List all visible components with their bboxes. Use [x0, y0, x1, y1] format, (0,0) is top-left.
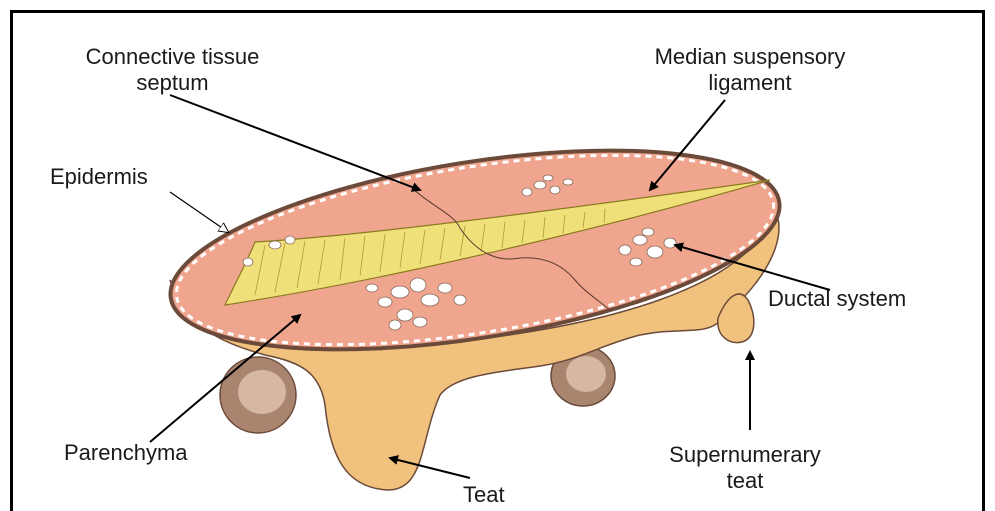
rear-teat-left [220, 357, 296, 433]
septum-leader [170, 95, 420, 190]
label-epidermis: Epidermis [50, 164, 148, 190]
label-connective-tissue-septum: Connective tissue septum [45, 44, 300, 96]
label-median-suspensory-ligament: Median suspensory ligament [600, 44, 900, 96]
epidermis-leader [170, 192, 228, 232]
label-ductal-system: Ductal system [768, 286, 906, 312]
label-parenchyma: Parenchyma [64, 440, 188, 466]
label-supernumerary-teat: Supernumerary teat [615, 442, 875, 494]
label-teat: Teat [463, 482, 505, 508]
